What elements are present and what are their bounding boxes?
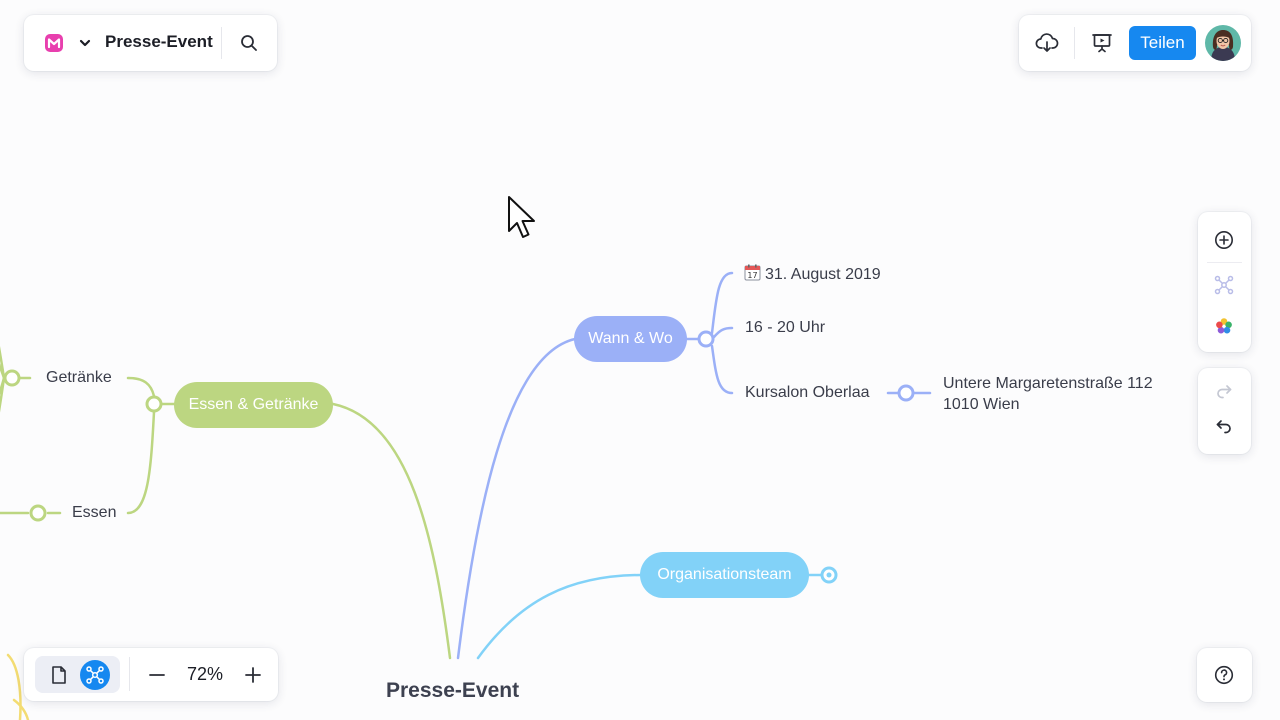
mind-map-view-icon[interactable] xyxy=(80,660,110,690)
connector-root-orga xyxy=(476,573,644,660)
expand-toggle-orga-dot xyxy=(826,572,832,578)
connector-far-left-1 xyxy=(0,345,6,380)
presentation-icon[interactable] xyxy=(1088,30,1116,56)
node-organisationsteam[interactable]: Organisationsteam xyxy=(640,552,809,598)
collapse-toggle-wann[interactable] xyxy=(697,330,715,348)
chevron-down-icon[interactable] xyxy=(76,34,94,52)
undo-icon[interactable] xyxy=(1211,414,1237,440)
root-node[interactable]: Presse-Event xyxy=(386,679,520,702)
zoom-out-icon[interactable] xyxy=(144,662,170,688)
collapse-toggle-essen[interactable] xyxy=(145,395,163,413)
zoom-in-icon[interactable] xyxy=(240,662,266,688)
toolbar-divider xyxy=(1074,27,1075,59)
node-time[interactable]: 16 - 20 Uhr xyxy=(745,319,826,336)
connector-yellow-2 xyxy=(12,698,30,720)
add-node-icon[interactable] xyxy=(1211,227,1237,253)
node-address[interactable]: Untere Margaretenstraße 112 1010 Wien xyxy=(943,373,1153,415)
connector-root-wann xyxy=(456,337,577,660)
toolbar-divider xyxy=(221,27,222,59)
toolbar-divider xyxy=(129,657,130,691)
cloud-download-icon[interactable] xyxy=(1033,30,1061,56)
toolbar-divider xyxy=(1207,262,1242,263)
node-getraenke[interactable]: Getränke xyxy=(46,369,112,386)
mouse-pointer-icon xyxy=(506,194,540,244)
connector-hub-date xyxy=(710,271,734,335)
zoom-level: 72% xyxy=(186,664,224,684)
connector-root-essen xyxy=(331,402,452,660)
node-essen[interactable]: Essen xyxy=(72,504,117,521)
connector-yellow-1 xyxy=(6,653,22,720)
help-icon[interactable] xyxy=(1211,662,1237,688)
node-address-line-2: 1010 Wien xyxy=(943,396,1020,413)
connector-hub-essen xyxy=(126,410,156,515)
svg-text:17: 17 xyxy=(747,271,757,280)
mind-map-layout-icon[interactable] xyxy=(1211,272,1237,298)
connector-far-left-3 xyxy=(0,363,6,380)
color-palette-icon[interactable] xyxy=(1211,313,1237,339)
search-icon[interactable] xyxy=(236,30,262,56)
node-wann-wo[interactable]: Wann & Wo xyxy=(574,316,687,362)
node-essen-getraenke[interactable]: Essen & Getränke xyxy=(174,382,333,428)
document-toolbar xyxy=(24,15,277,71)
node-date[interactable]: 17 31. August 2019 xyxy=(744,264,881,284)
node-date-text: 31. August 2019 xyxy=(765,266,881,283)
connector-hub-getraenke xyxy=(126,376,156,398)
history-panel xyxy=(1198,368,1251,454)
collapse-toggle-getraenke[interactable] xyxy=(3,369,21,387)
document-title[interactable]: Presse-Event xyxy=(105,32,213,51)
connector-far-left-4 xyxy=(0,376,6,396)
redo-icon[interactable] xyxy=(1211,379,1237,405)
avatar[interactable] xyxy=(1205,25,1241,61)
connector-hub-time xyxy=(712,326,734,339)
share-button[interactable]: Teilen xyxy=(1129,26,1196,60)
connector-hub-venue xyxy=(710,344,734,395)
node-address-line-1: Untere Margaretenstraße 112 xyxy=(943,375,1153,392)
collapse-toggle-venue[interactable] xyxy=(897,384,915,402)
calendar-icon: 17 xyxy=(744,264,761,281)
mindmeister-logo-icon[interactable] xyxy=(44,33,64,53)
collapse-toggle-essen-sub[interactable] xyxy=(29,504,47,522)
connector-far-left-2 xyxy=(0,376,6,414)
document-view-icon[interactable] xyxy=(46,662,72,688)
node-venue[interactable]: Kursalon Oberlaa xyxy=(745,384,870,401)
